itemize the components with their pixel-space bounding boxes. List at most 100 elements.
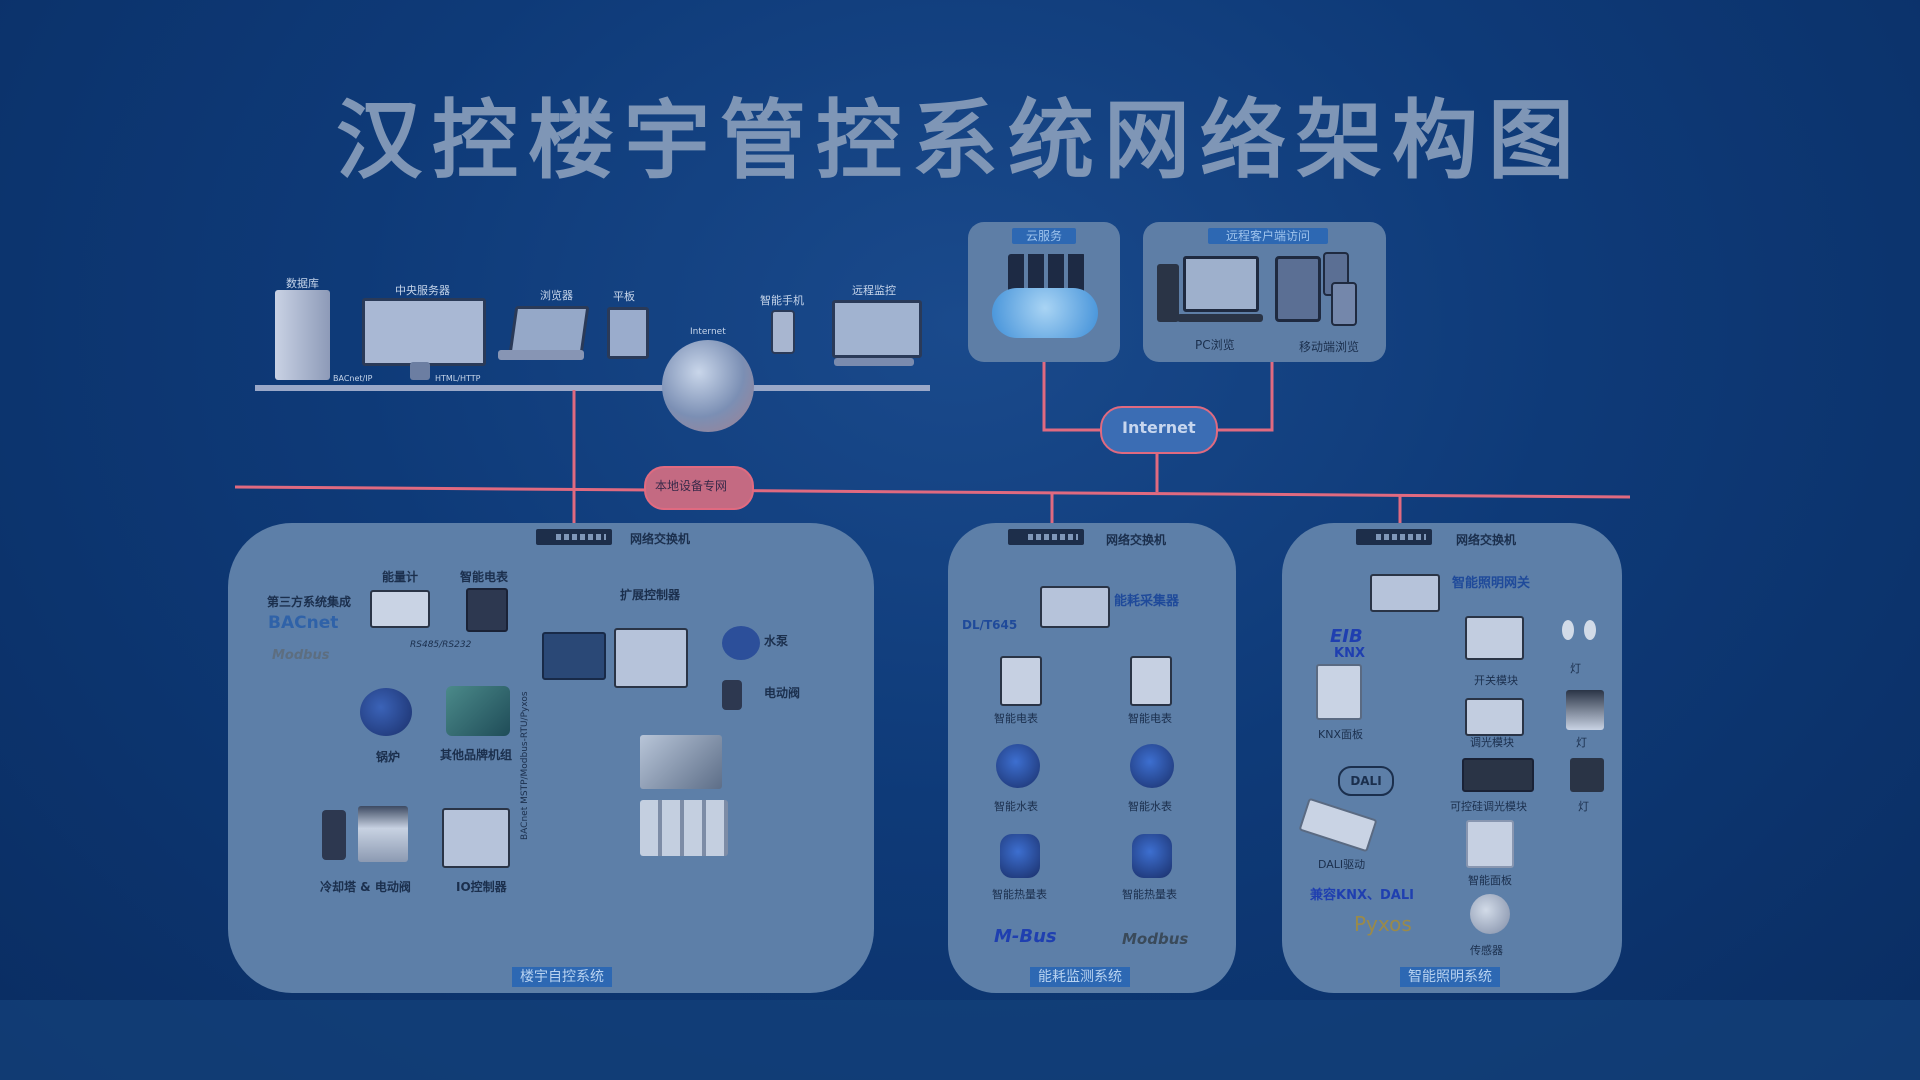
phone-icon-2 xyxy=(1331,282,1357,326)
io-controller-icon xyxy=(442,808,510,868)
cloud-link xyxy=(1042,362,1110,432)
page-title: 汉控楼宇管控系统网络架构图 xyxy=(336,91,1584,191)
lighting-gateway-icon xyxy=(1370,574,1440,612)
laptop-icon xyxy=(508,306,590,354)
switch-module-label: 开关模块 xyxy=(1474,674,1518,687)
water-meter-left-icon xyxy=(996,744,1040,788)
lamp1-label: 灯 xyxy=(1570,662,1581,675)
keyboard-icon xyxy=(834,358,914,366)
sensor-icon xyxy=(1470,894,1510,934)
sensor-label: 传感器 xyxy=(1470,944,1503,957)
dali-driver-label: DALI驱动 xyxy=(1318,858,1366,871)
smartphone-label: 智能手机 xyxy=(760,294,804,307)
lighting-switch-label: 网络交换机 xyxy=(1456,533,1517,547)
boiler-label: 锅炉 xyxy=(376,750,401,764)
tower-valve-icon xyxy=(322,810,346,860)
energy-collector-icon xyxy=(1040,586,1110,628)
main-controller-icon xyxy=(542,632,606,680)
heat-meter-left-icon xyxy=(1000,834,1040,878)
expansion-controller-icon xyxy=(614,628,688,688)
meter-right-icon xyxy=(1130,656,1172,706)
pc-keyboard-icon xyxy=(1177,314,1263,322)
scr-dimmer-label: 可控硅调光模块 xyxy=(1450,800,1527,813)
boiler-icon xyxy=(360,688,412,736)
bacnet-logo: BACnet xyxy=(268,613,339,633)
downlight-icon xyxy=(1566,690,1604,730)
energy-modbus-logo: Modbus xyxy=(1122,930,1189,948)
dlt645-label: DL/T645 xyxy=(962,618,1018,632)
energy-meter-label: 能量计 xyxy=(382,570,419,584)
meter-left-icon xyxy=(1000,656,1042,706)
energy-system-label: 能耗监测系统 xyxy=(1030,967,1130,987)
local-network-cloud xyxy=(644,466,754,510)
smart-meter-icon xyxy=(466,588,508,632)
bas-switch-icon xyxy=(536,529,612,545)
dimmer-module-icon xyxy=(1465,698,1524,736)
cloud-service-card: 云服务 xyxy=(968,222,1120,362)
server-stand-icon xyxy=(410,362,430,380)
bas-panel xyxy=(228,523,874,993)
smart-meter-label: 智能电表 xyxy=(460,570,509,584)
heat-meter-right-icon xyxy=(1132,834,1172,878)
lighting-panel xyxy=(1282,523,1622,993)
smart-panel-icon xyxy=(1466,820,1514,868)
mbus-logo: M-Bus xyxy=(994,926,1057,947)
panel-light-icon xyxy=(1570,758,1604,792)
lighting-switch-icon xyxy=(1356,529,1432,545)
eib-logo: EIB xyxy=(1330,626,1363,647)
remote-access-label: 远程客户端访问 xyxy=(1208,228,1328,244)
pyxos-logo: Pyxos xyxy=(1354,912,1412,936)
bas-system-label: 楼宇自控系统 xyxy=(512,967,612,987)
bulb-icon-2 xyxy=(1584,620,1596,640)
energy-collector-label: 能耗采集器 xyxy=(1114,594,1180,609)
remote-link xyxy=(1210,362,1274,432)
pump-label: 水泵 xyxy=(764,634,789,648)
central-server-icon xyxy=(362,298,486,366)
globe-icon xyxy=(662,340,754,432)
cooling-tower-label: 冷却塔 & 电动阀 xyxy=(320,880,411,894)
remote-monitor-label: 远程监控 xyxy=(852,284,896,297)
knx-logo: KNX xyxy=(1334,646,1365,661)
protocol-left-label: BACnet/IP xyxy=(333,374,373,383)
valve-icon xyxy=(722,680,742,710)
energy-switch-icon xyxy=(1008,529,1084,545)
cooling-tower-icon xyxy=(358,806,408,862)
bas-switch-label: 网络交换机 xyxy=(630,532,691,546)
meter-right-label: 智能电表 xyxy=(1128,712,1172,725)
internet-cloud-label: Internet xyxy=(1122,418,1196,437)
browser-label: 浏览器 xyxy=(540,289,573,302)
internet-cloud xyxy=(1100,406,1218,454)
protocol-right-label: HTML/HTTP xyxy=(435,374,481,383)
chiller-icon xyxy=(640,735,722,789)
database-label: 数据库 xyxy=(286,277,319,290)
energy-switch-label: 网络交换机 xyxy=(1106,533,1167,547)
pc-monitor-icon xyxy=(1183,256,1259,312)
lighting-system-label: 智能照明系统 xyxy=(1400,967,1500,987)
laptop-base-icon xyxy=(498,350,584,360)
local-network-label: 本地设备专网 xyxy=(655,479,728,493)
ahu-icon xyxy=(640,800,728,856)
serial-label: RS485/RS232 xyxy=(410,640,472,650)
lighting-gateway-label: 智能照明网关 xyxy=(1452,576,1531,591)
dimmer-module-label: 调光模块 xyxy=(1470,736,1514,749)
tablet-device-icon xyxy=(1275,256,1321,322)
heat-left-label: 智能热量表 xyxy=(992,888,1047,901)
water-meter-right-icon xyxy=(1130,744,1174,788)
remote-access-card: 远程客户端访问 PC浏览 移动端浏览 xyxy=(1143,222,1386,362)
cloud-icon xyxy=(992,288,1098,338)
other-units-label: 其他品牌机组 xyxy=(440,748,513,762)
knx-panel-label: KNX面板 xyxy=(1318,728,1363,741)
smartphone-icon xyxy=(771,310,795,354)
compat-label: 兼容KNX、DALI xyxy=(1310,888,1414,903)
scr-dimmer-icon xyxy=(1462,758,1534,792)
database-icon xyxy=(275,290,330,380)
modbus-logo: Modbus xyxy=(272,648,330,663)
bottom-band xyxy=(0,1000,1920,1080)
meter-left-label: 智能电表 xyxy=(994,712,1038,725)
lamp3-label: 灯 xyxy=(1578,800,1589,813)
knx-panel-icon xyxy=(1316,664,1362,720)
switch-module-icon xyxy=(1465,616,1524,660)
water-right-label: 智能水表 xyxy=(1128,800,1172,813)
cloud-service-label: 云服务 xyxy=(1012,228,1076,244)
chiller-unit-icon xyxy=(446,686,510,736)
